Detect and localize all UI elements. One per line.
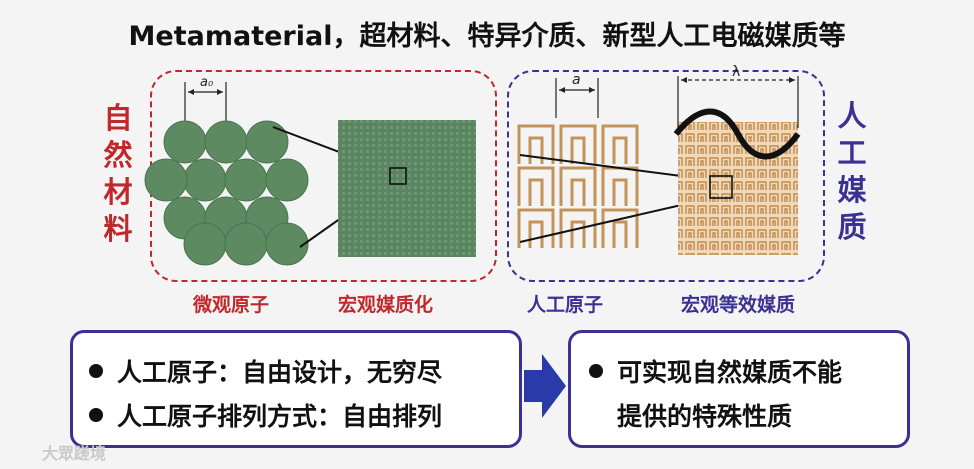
label-char: 质 [837, 210, 867, 244]
caption-macro-equivalent: 宏观等效媒质 [681, 294, 796, 316]
label-char: 媒 [837, 173, 867, 207]
right-summary-panel: 可实现自然媒质不能 提供的特殊性质 [568, 330, 910, 448]
caption-artificial-atom: 人工原子 [527, 294, 604, 316]
right-arrow-icon [524, 354, 566, 418]
lambda-dimension: λ [677, 64, 799, 128]
artificial-medium-label: 人 工 媒 质 [832, 98, 872, 246]
bullet-text: 人工原子排列方式：自由排列 [117, 402, 443, 431]
caption-micro-atom: 微观原子 [193, 294, 270, 316]
a-label: a [572, 72, 581, 88]
label-char: 然 [103, 138, 133, 172]
natural-atom-lattice [144, 120, 309, 266]
label-char: 自 [103, 101, 133, 135]
bullet-icon [589, 364, 603, 378]
caption-macro-medium: 宏观媒质化 [338, 294, 434, 316]
natural-material-label: 自 然 材 料 [98, 100, 138, 248]
label-char: 材 [103, 175, 133, 209]
bullet-text: 人工原子：自由设计，无穷尽 [117, 358, 443, 387]
label-char: 人 [837, 99, 867, 133]
left-summary-panel: 人工原子：自由设计，无穷尽 人工原子排列方式：自由排列 [70, 330, 522, 448]
bullet-continuation: 提供的特殊性质 [617, 402, 793, 431]
label-char: 工 [837, 136, 867, 170]
bullet-item: 人工原子：自由设计，无穷尽 [89, 353, 442, 389]
artificial-medium-box [507, 70, 825, 282]
macro-equivalent-square [678, 122, 798, 255]
zoom-marker [709, 175, 733, 199]
bullet-item: 人工原子排列方式：自由排列 [89, 397, 442, 433]
bullet-icon [89, 364, 103, 378]
a0-label: a₀ [200, 75, 214, 90]
bullet-item: 可实现自然媒质不能 [589, 353, 842, 389]
a-dimension: a [555, 72, 599, 118]
macro-medium-square [338, 120, 476, 257]
watermark: 大眾蹉境 [42, 444, 107, 463]
page-title: Metamaterial，超材料、特异介质、新型人工电磁媒质等 [128, 21, 846, 52]
bullet-text: 可实现自然媒质不能 [617, 358, 843, 387]
label-char: 料 [103, 212, 133, 246]
lambda-label: λ [732, 64, 740, 80]
bullet-icon [89, 408, 103, 422]
zoom-marker [389, 167, 407, 185]
wave-curve [673, 108, 801, 160]
